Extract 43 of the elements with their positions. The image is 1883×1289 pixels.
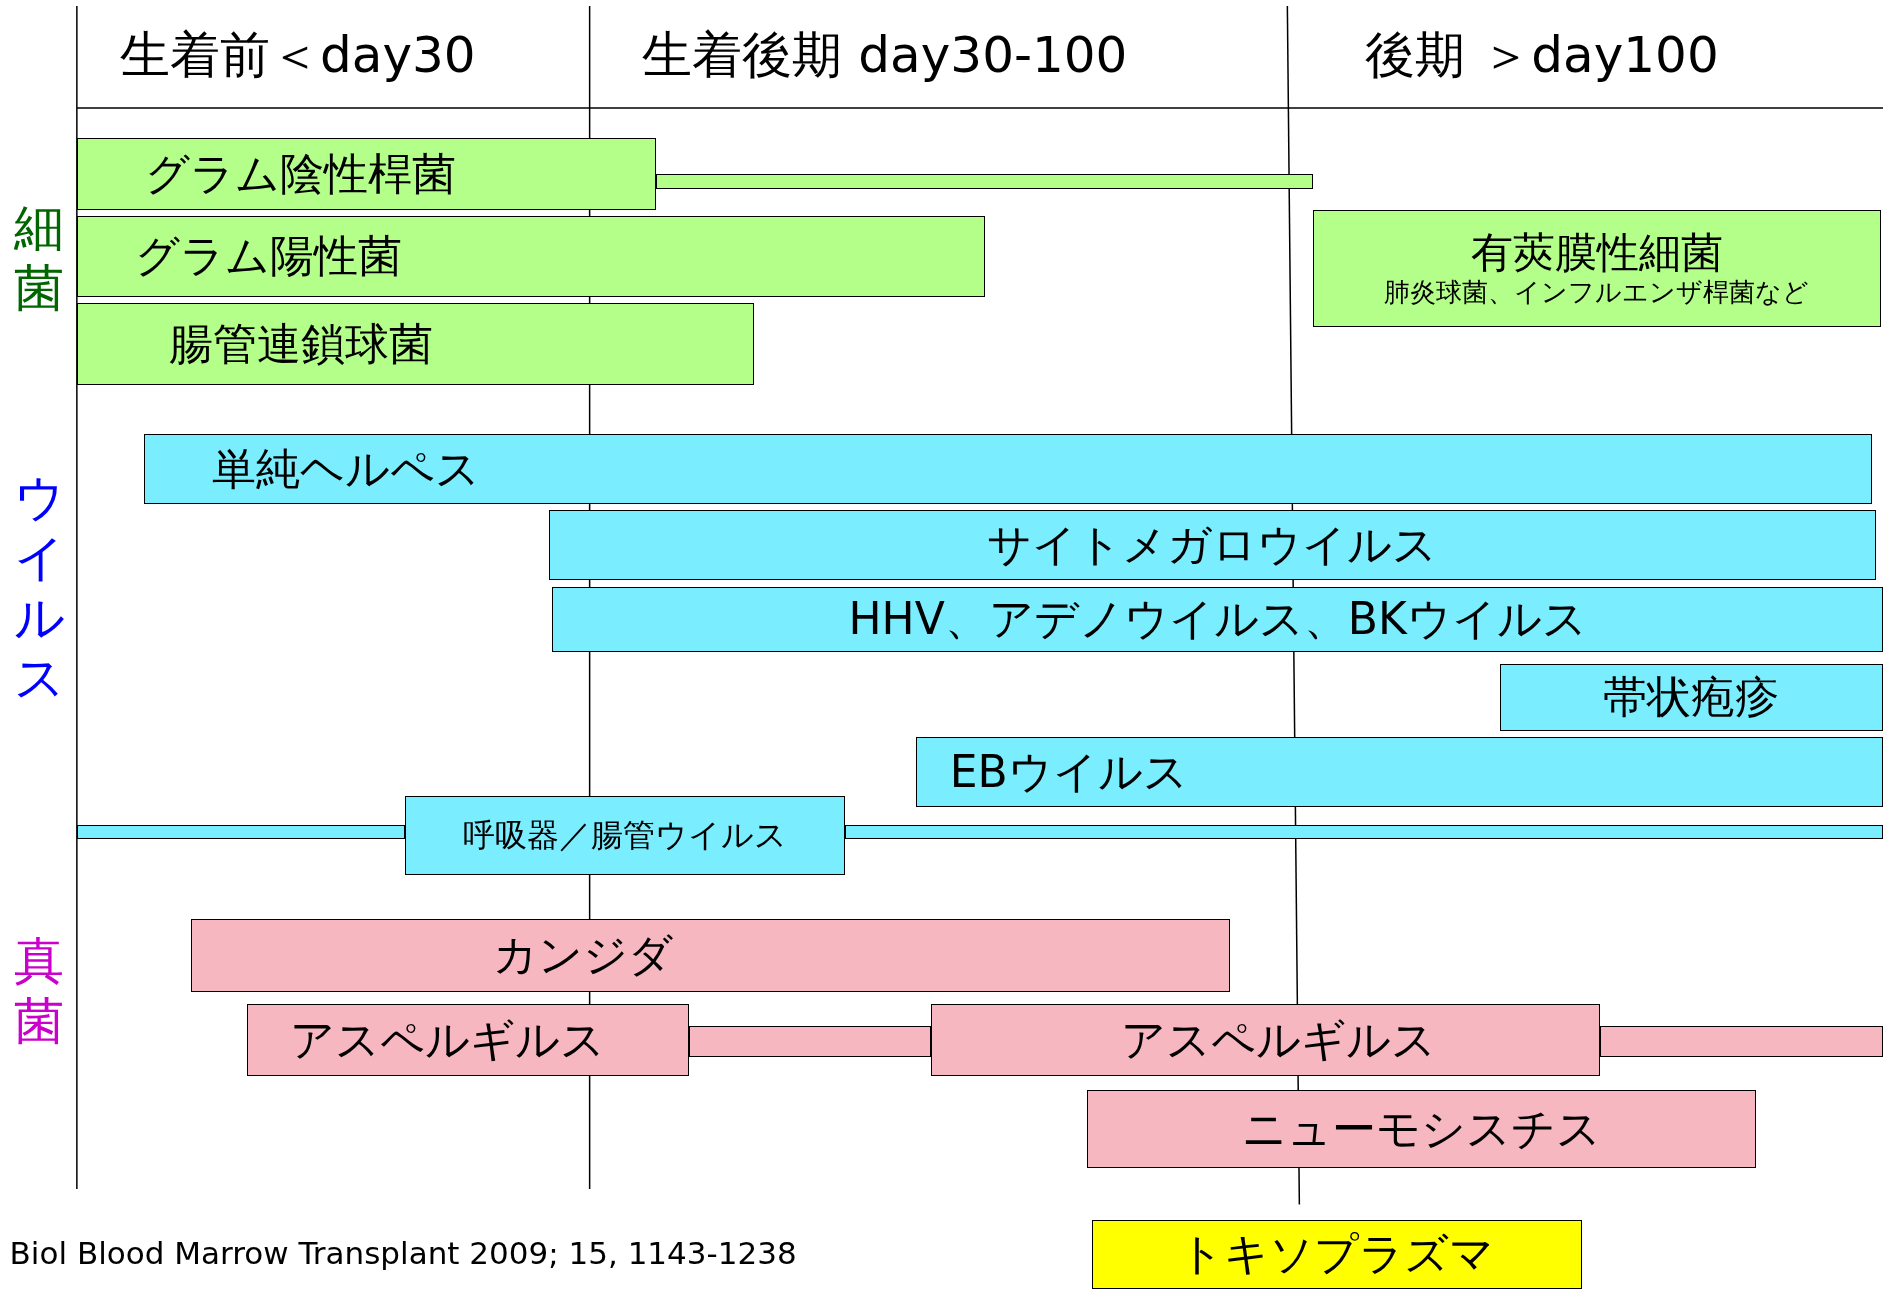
source-citation: Biol Blood Marrow Transplant 2009; 15, 1143-1238 [9, 1234, 797, 1271]
duration-bar [845, 825, 1883, 840]
column-header: 生着後期 day30-100 [642, 24, 1128, 86]
bar-note: 肺炎球菌、インフルエンザ桿菌など [1384, 277, 1810, 308]
bar-label: 単純ヘルペス [212, 443, 481, 495]
category-label: ウイルス [14, 468, 65, 709]
bar-label: ニューモシスチス [1241, 1104, 1601, 1155]
bar-label: グラム陰性桿菌 [145, 148, 457, 200]
duration-bar [548, 510, 1876, 580]
duration-bar [1599, 1025, 1883, 1057]
duration-bar [76, 302, 755, 386]
duration-bar [404, 796, 846, 876]
category-label: 真菌 [14, 930, 65, 1051]
duration-bar [76, 825, 405, 840]
column-header: 生着前＜day30 [120, 24, 476, 86]
duration-bar [76, 138, 656, 211]
bar-label: 帯状疱疹 [1603, 672, 1780, 723]
duration-bar [76, 216, 985, 297]
bar-label: カンジダ [493, 930, 674, 981]
duration-bar [552, 587, 1883, 653]
bar-label: HHV、アデノウイルス、BKウイルス [848, 594, 1587, 645]
bar-label: アスペルギルス [1121, 1014, 1437, 1066]
column-header: 後期 ＞day100 [1365, 24, 1719, 86]
duration-bar [1499, 664, 1883, 732]
duration-bar [916, 737, 1883, 807]
duration-bar [1086, 1090, 1756, 1169]
bar-label: EBウイルス [949, 746, 1188, 798]
bar-label: 有莢膜性細菌 [1470, 229, 1723, 278]
duration-bar [1091, 1220, 1582, 1289]
duration-bar [689, 1025, 931, 1057]
bar-label: アスペルギルス [290, 1014, 606, 1066]
bar-label: サイトメガロウイルス [987, 519, 1438, 571]
bar-label: 腸管連鎖球菌 [169, 318, 434, 370]
duration-bar [655, 174, 1313, 189]
duration-bar [247, 1003, 690, 1076]
duration-bar [1312, 210, 1881, 327]
duration-bar [144, 433, 1873, 505]
duration-bar [190, 918, 1230, 992]
bar-label: 呼吸器／腸管ウイルス [463, 817, 788, 855]
category-label: 細菌 [14, 198, 65, 319]
bar-label: グラム陽性菌 [135, 231, 403, 282]
duration-bar [930, 1003, 1600, 1076]
bar-label: トキソプラズマ [1179, 1229, 1495, 1280]
